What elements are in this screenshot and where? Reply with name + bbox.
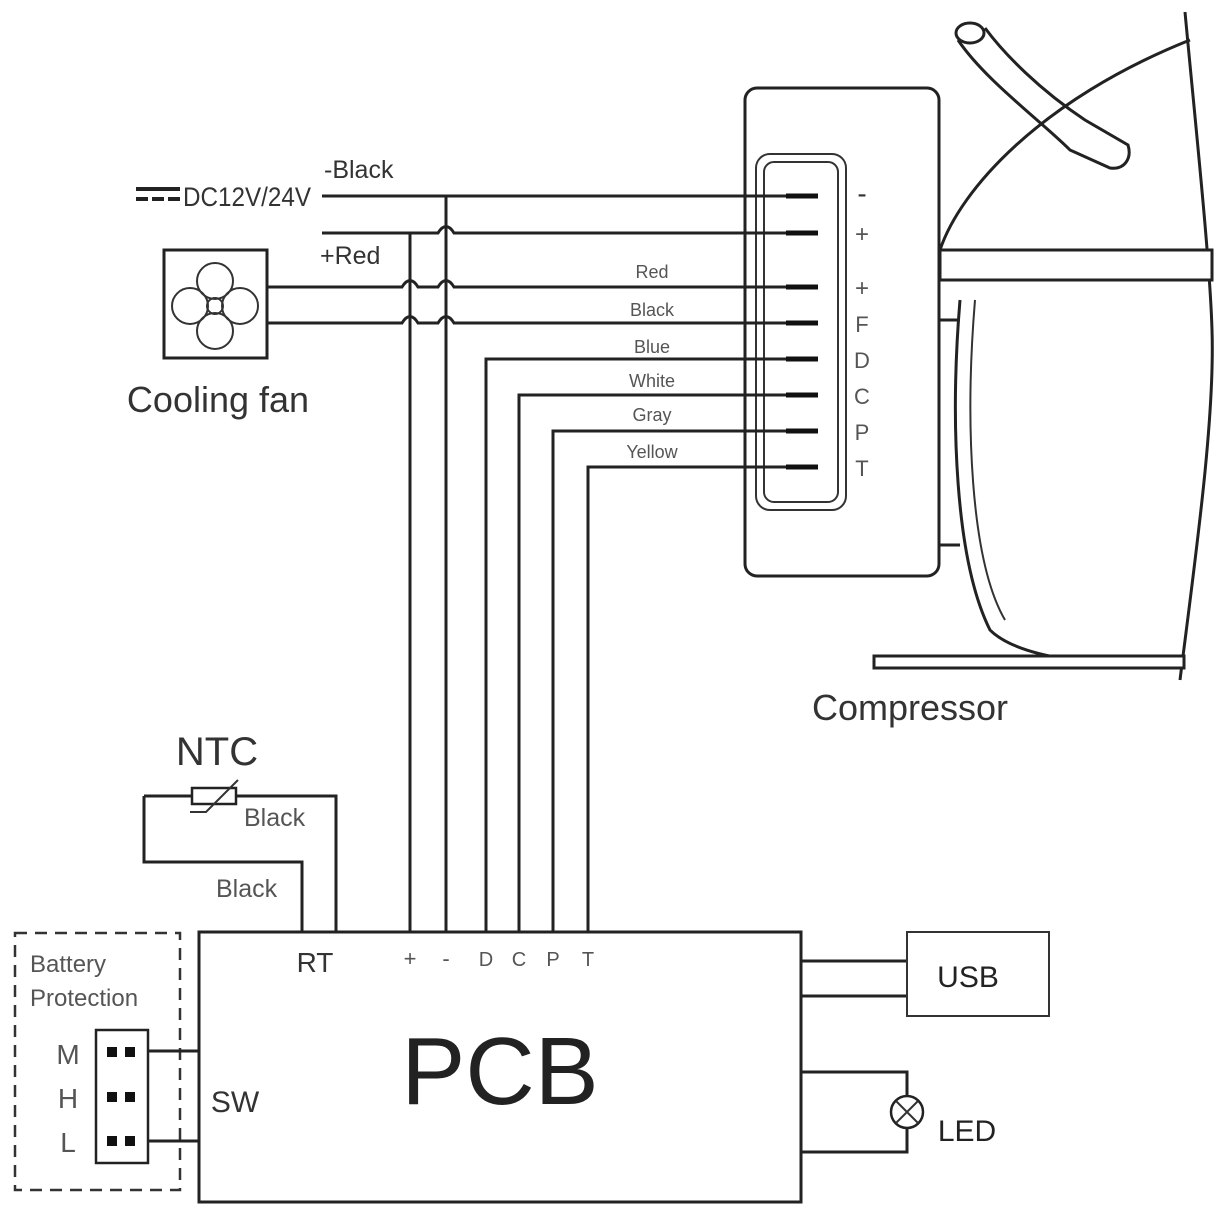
ntc-wire-bottom [142,796,304,932]
usb-label: USB [937,961,999,994]
wire-color-label: Red [635,262,668,282]
pcb-pin-label: D [479,949,493,971]
wire-color-label: Yellow [626,442,678,462]
pcb-t-wire [586,465,786,932]
battery-title-line2: Protection [30,985,138,1012]
ntc-wire-top [144,794,338,932]
pcb-p-wire [551,429,786,932]
pcb-board [197,930,803,1204]
terminal-label: F [855,312,868,337]
wire-color-label: White [629,371,675,391]
thermistor-icon [190,779,239,813]
led-label: LED [938,1115,996,1148]
terminal-pins [786,193,818,470]
compressor-terminal-box [743,86,941,578]
battery-level-label: H [58,1083,78,1114]
pcb-d-wire [484,357,786,932]
power-positive-wire [322,225,786,235]
power-positive-label: +Red [320,242,380,270]
terminal-label: + [855,221,869,248]
battery-title-line1: Battery [30,951,106,978]
cooling-fan-icon [162,248,269,360]
battery-protection-box [13,931,182,1192]
terminal-block [755,153,847,511]
pcb-sw-label: SW [211,1086,260,1119]
pcb-rt-label: RT [297,947,334,978]
pcb-pin-label: - [442,946,449,971]
usb-box [906,931,1050,1017]
pcb-pin-label: P [546,949,559,971]
terminal-label: C [854,384,870,409]
terminal-label: + [855,275,869,302]
led-wires [801,1070,909,1154]
compressor-label: Compressor [812,687,1008,728]
battery-level-label: L [60,1127,76,1158]
pcb-pin-label: + [404,946,417,971]
wire-color-label: Gray [632,405,671,425]
fan-black-wire [267,315,786,325]
terminal-label: - [857,178,866,209]
usb-wires [801,959,907,998]
pcb-label: PCB [401,1018,598,1125]
battery-level-label: M [56,1039,79,1070]
power-label: DC12V/24V [183,182,311,212]
terminal-label: D [854,348,870,373]
battery-jumper-block [94,1028,150,1165]
lamp-icon [889,1094,925,1130]
compressor-body [872,11,1214,681]
terminal-label: T [855,456,868,481]
power-negative-label: -Black [324,156,394,184]
ntc-wire-bottom-label: Black [216,875,278,903]
dc-symbol-icon [136,187,180,201]
terminal-labels: - + + F D C P T [854,178,870,481]
ntc-label: NTC [176,730,258,774]
wire-color-label: Black [630,300,675,320]
cooling-fan-label: Cooling fan [127,379,309,420]
terminal-block-inner [763,161,839,503]
wire-color-label: Blue [634,337,670,357]
pcb-pin-label: C [512,949,526,971]
fan-red-wire [267,279,786,289]
terminal-label: P [855,420,870,445]
ntc-wire-top-label: Black [244,804,306,832]
pcb-pin-label: T [582,949,594,971]
jumper-pins [107,1047,135,1146]
pcb-c-wire [517,393,786,932]
